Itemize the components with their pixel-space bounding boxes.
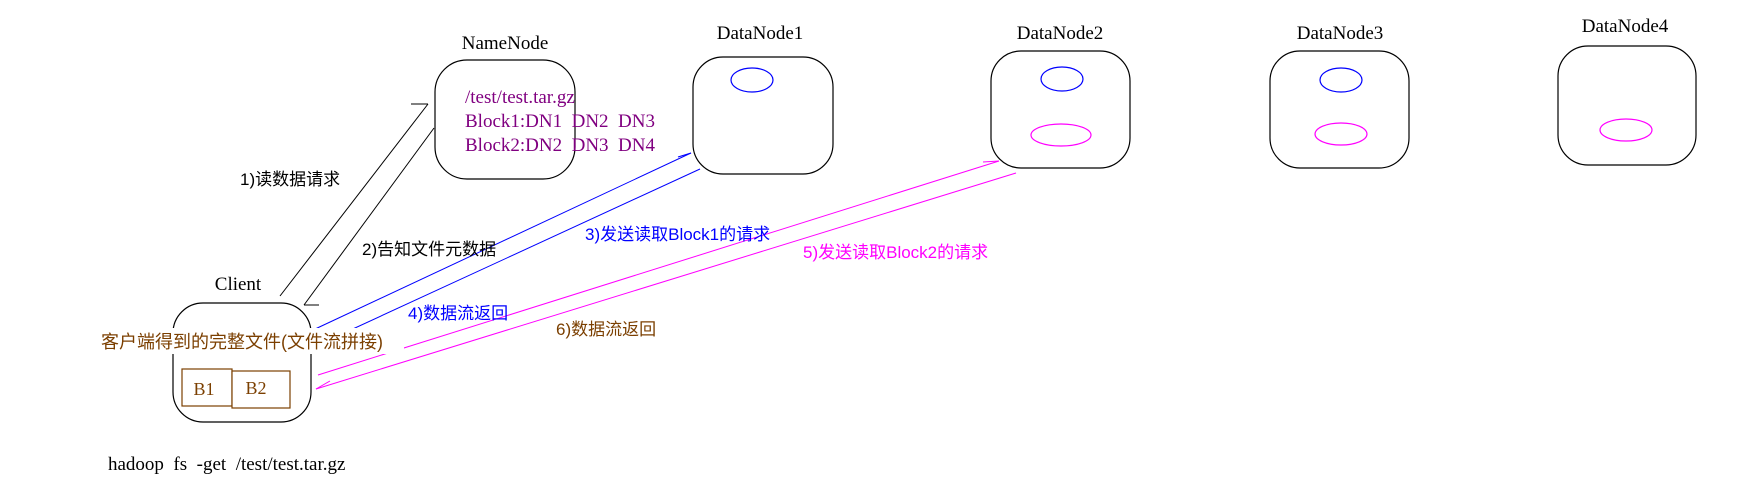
datanode2-block2 bbox=[1030, 123, 1092, 147]
datanode1-title: DataNode1 bbox=[717, 23, 804, 44]
step3-label: 3)发送读取Block1的请求 bbox=[585, 225, 770, 244]
datanode3: DataNode3 bbox=[1269, 23, 1410, 169]
datanode2-block1 bbox=[1040, 66, 1084, 92]
arrow-stream-block2 bbox=[315, 172, 1017, 390]
datanode4-block2 bbox=[1599, 118, 1653, 142]
datanode2-box bbox=[990, 50, 1131, 169]
step2-label: 2)告知文件元数据 bbox=[362, 240, 496, 259]
client: Client B1 B2 bbox=[172, 274, 312, 423]
namenode-box bbox=[434, 59, 576, 180]
step4-label: 4)数据流返回 bbox=[408, 304, 508, 323]
arrow-read-request bbox=[279, 103, 429, 297]
arrow-request-block2-head bbox=[982, 160, 1000, 163]
arrow-request-block2 bbox=[317, 160, 1000, 376]
namenode-block2-locations: Block2:DN2 DN3 DN4 bbox=[465, 135, 655, 156]
arrow-request-block1-head bbox=[677, 152, 692, 158]
step6-label: 6)数据流返回 bbox=[556, 320, 656, 339]
datanode4-box bbox=[1557, 45, 1697, 166]
client-title: Client bbox=[215, 274, 262, 295]
client-caption-bg bbox=[98, 328, 404, 354]
datanode1-block1 bbox=[730, 67, 774, 93]
datanode3-box bbox=[1269, 50, 1410, 169]
client-caption: 客户端得到的完整文件(文件流拼接) bbox=[101, 332, 383, 352]
namenode: NameNode /test/test.tar.gz Block1:DN1 DN… bbox=[434, 33, 655, 180]
client-block-b1 bbox=[181, 368, 233, 407]
datanode2-title: DataNode2 bbox=[1017, 23, 1104, 44]
client-block-b2 bbox=[231, 370, 291, 409]
client-block-b1-label: B1 bbox=[193, 379, 214, 399]
client-box bbox=[172, 302, 312, 423]
namenode-title: NameNode bbox=[462, 33, 549, 54]
arrow-stream-block2-head bbox=[315, 380, 331, 390]
datanode4-title: DataNode4 bbox=[1582, 16, 1669, 37]
datanode4: DataNode4 bbox=[1557, 16, 1697, 166]
datanode3-block2 bbox=[1314, 122, 1368, 146]
datanode3-block1 bbox=[1319, 67, 1363, 93]
arrow-metadata bbox=[303, 127, 435, 306]
datanode1: DataNode1 bbox=[692, 23, 834, 175]
client-block-b2-label: B2 bbox=[245, 378, 266, 398]
datanode2: DataNode2 bbox=[990, 23, 1131, 169]
namenode-block1-locations: Block1:DN1 DN2 DN3 bbox=[465, 111, 655, 132]
command-text: hadoop fs -get /test/test.tar.gz bbox=[108, 454, 345, 475]
step1-label: 1)读数据请求 bbox=[240, 170, 340, 189]
arrow-stream-block1 bbox=[317, 168, 701, 346]
datanode3-title: DataNode3 bbox=[1297, 23, 1384, 44]
step5-label: 5)发送读取Block2的请求 bbox=[803, 243, 988, 262]
arrow-request-block1 bbox=[312, 152, 692, 331]
datanode1-box bbox=[692, 56, 834, 175]
namenode-file-path: /test/test.tar.gz bbox=[465, 87, 575, 108]
